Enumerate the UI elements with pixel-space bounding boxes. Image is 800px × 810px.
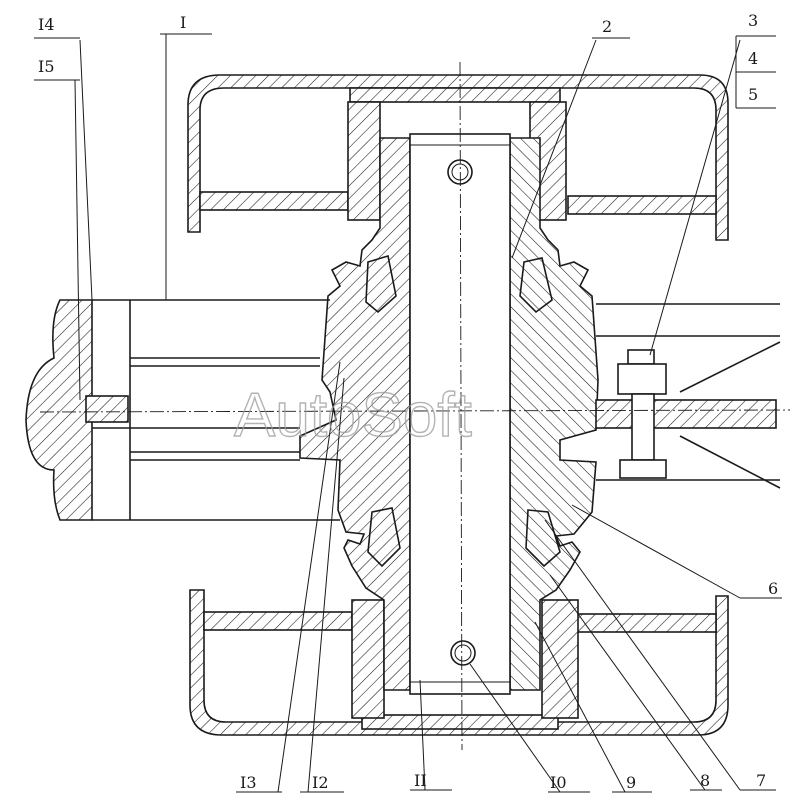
label-4: 4 xyxy=(748,49,758,68)
seals xyxy=(365,254,561,568)
watermark-text: AutoSoft xyxy=(234,381,472,450)
label-3: 3 xyxy=(748,11,758,30)
label-10: I0 xyxy=(550,773,567,792)
callout-labels: I4 I5 I 2 3 4 5 6 7 8 9 I0 II I2 I3 xyxy=(38,11,778,792)
shaft xyxy=(409,133,511,695)
label-13: I3 xyxy=(240,773,257,792)
left-beam xyxy=(25,299,340,521)
label-8: 8 xyxy=(700,771,710,790)
leader-lines xyxy=(34,33,782,793)
upper-frame xyxy=(187,74,729,241)
label-6: 6 xyxy=(768,579,778,598)
label-7: 7 xyxy=(756,771,766,790)
label-14: I4 xyxy=(38,15,55,34)
right-beam xyxy=(595,303,781,489)
lower-frame xyxy=(189,589,729,736)
label-5: 5 xyxy=(748,85,758,104)
label-15: I5 xyxy=(38,57,55,76)
label-1: I xyxy=(180,13,186,32)
label-9: 9 xyxy=(626,773,636,792)
label-2: 2 xyxy=(602,17,612,36)
label-11: II xyxy=(414,771,427,790)
label-12: I2 xyxy=(312,773,329,792)
center-lines xyxy=(39,61,791,751)
lower-bushings xyxy=(351,599,579,719)
